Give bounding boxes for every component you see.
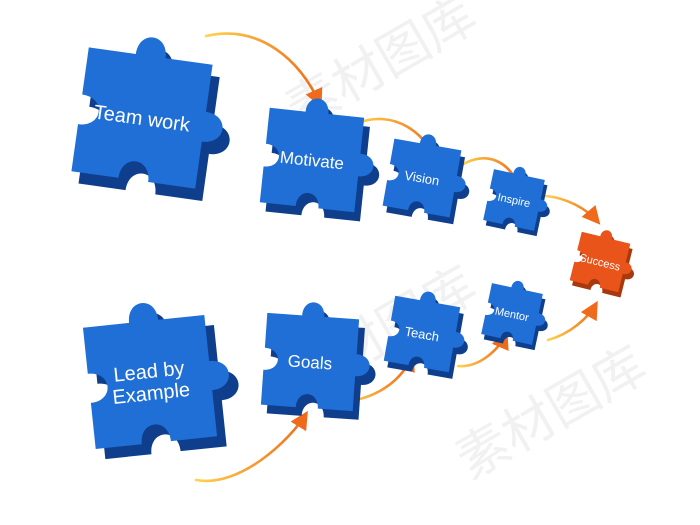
puzzle-piece-inspire: Inspire xyxy=(483,161,557,238)
watermark-text: 素材图库 xyxy=(447,335,657,491)
arrow-lead-to-goals xyxy=(194,410,308,483)
puzzle-piece-lead: Lead byExample xyxy=(81,294,245,460)
puzzle-piece-goals: Goals xyxy=(260,299,380,421)
puzzle-label-teach: Teach xyxy=(404,324,441,345)
arrow-inspire-to-success xyxy=(544,194,601,225)
puzzle-piece-success: Success xyxy=(569,224,642,300)
puzzle-piece-teamwork: Team work xyxy=(71,28,241,204)
arrow-mentor-to-success xyxy=(546,300,598,342)
puzzle-label-lead: Lead byExample xyxy=(109,357,191,409)
puzzle-label-vision: Vision xyxy=(403,168,440,189)
puzzle-piece-mentor: Mentor xyxy=(481,275,555,352)
puzzle-piece-vision: Vision xyxy=(382,128,477,227)
puzzle-label-goals: Goals xyxy=(287,351,333,373)
puzzle-piece-teach: Teach xyxy=(383,286,476,381)
puzzle-piece-motivate: Motivate xyxy=(259,93,386,223)
edges-layer xyxy=(194,32,601,483)
arrow-teamwork-to-motivate xyxy=(204,32,323,108)
